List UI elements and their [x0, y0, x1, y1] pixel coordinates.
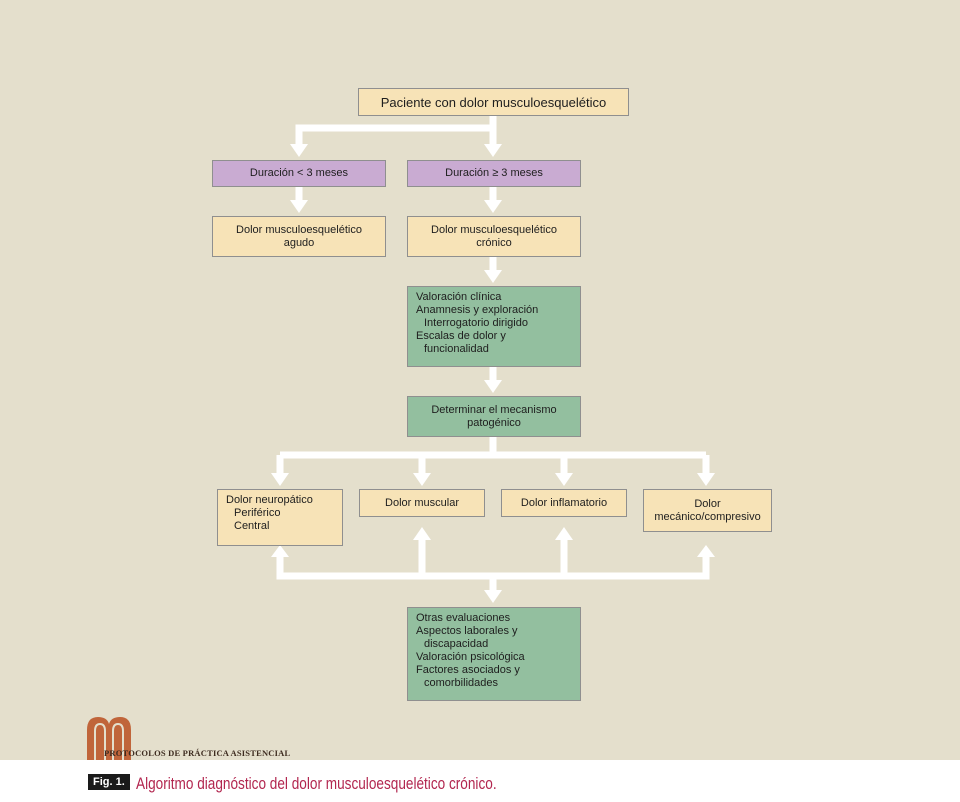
mechanism-line-2: patogénico [467, 416, 521, 429]
acute-line-1: Dolor musculoesquelético [236, 223, 362, 236]
journal-logo-icon [87, 717, 131, 760]
other-line-3: discapacidad [424, 638, 489, 650]
flow-arrows [271, 115, 715, 603]
other-line-4: Valoración psicológica [416, 651, 525, 663]
brand-text: PROTOCOLOS DE PRÁCTICA ASISTENCIAL [104, 748, 291, 758]
clinical-assessment-node: Valoración clínica Anamnesis y exploraci… [407, 286, 581, 367]
clinical-line-2: Anamnesis y exploración [416, 304, 539, 316]
neuro-line-3: Central [234, 520, 270, 532]
muscular-label: Dolor muscular [385, 496, 459, 509]
figure-label: Fig. 1. [88, 774, 130, 790]
neuropathic-node: Dolor neuropático Periférico Central [217, 489, 343, 546]
chronic-line-1: Dolor musculoesquelético [431, 223, 557, 236]
diagram-panel: Paciente con dolor musculoesquelético Du… [0, 0, 960, 760]
duration-long-label: Duración ≥ 3 meses [445, 167, 543, 179]
duration-short-label: Duración < 3 meses [249, 167, 349, 179]
other-evaluations-node: Otras evaluaciones Aspectos laborales y … [407, 607, 581, 701]
clinical-line-3: Interrogatorio dirigido [424, 317, 528, 329]
other-line-2: Aspectos laborales y [416, 625, 518, 637]
start-node: Paciente con dolor musculoesquelético [358, 88, 629, 116]
clinical-line-1: Valoración clínica [416, 291, 502, 303]
chronic-line-2: crónico [476, 236, 512, 249]
mechanical-node: Dolor mecánico/compresivo [643, 489, 772, 532]
inflammatory-label: Dolor inflamatorio [520, 496, 608, 509]
start-label: Paciente con dolor musculoesquelético [380, 94, 607, 110]
duration-short-node: Duración < 3 meses [212, 160, 386, 187]
mechanical-line-2: mecánico/compresivo [654, 510, 761, 523]
other-line-5: Factores asociados y [416, 664, 520, 676]
acute-line-2: agudo [283, 236, 315, 249]
clinical-line-5: funcionalidad [424, 343, 489, 355]
acute-pain-node: Dolor musculoesquelético agudo [212, 216, 386, 257]
muscular-node: Dolor muscular [359, 489, 485, 517]
duration-long-node: Duración ≥ 3 meses [407, 160, 581, 187]
neuro-line-2: Periférico [234, 507, 281, 519]
figure-caption: Algoritmo diagnóstico del dolor musculoe… [136, 774, 497, 793]
mechanism-line-1: Determinar el mecanismo [431, 403, 557, 416]
mechanical-line-1: Dolor [694, 497, 721, 510]
mechanism-node: Determinar el mecanismo patogénico [407, 396, 581, 437]
chronic-pain-node: Dolor musculoesquelético crónico [407, 216, 581, 257]
other-line-1: Otras evaluaciones [416, 612, 511, 624]
other-line-6: comorbilidades [424, 677, 498, 689]
inflammatory-node: Dolor inflamatorio [501, 489, 627, 517]
clinical-line-4: Escalas de dolor y [416, 330, 506, 342]
neuro-line-1: Dolor neuropático [226, 494, 313, 506]
